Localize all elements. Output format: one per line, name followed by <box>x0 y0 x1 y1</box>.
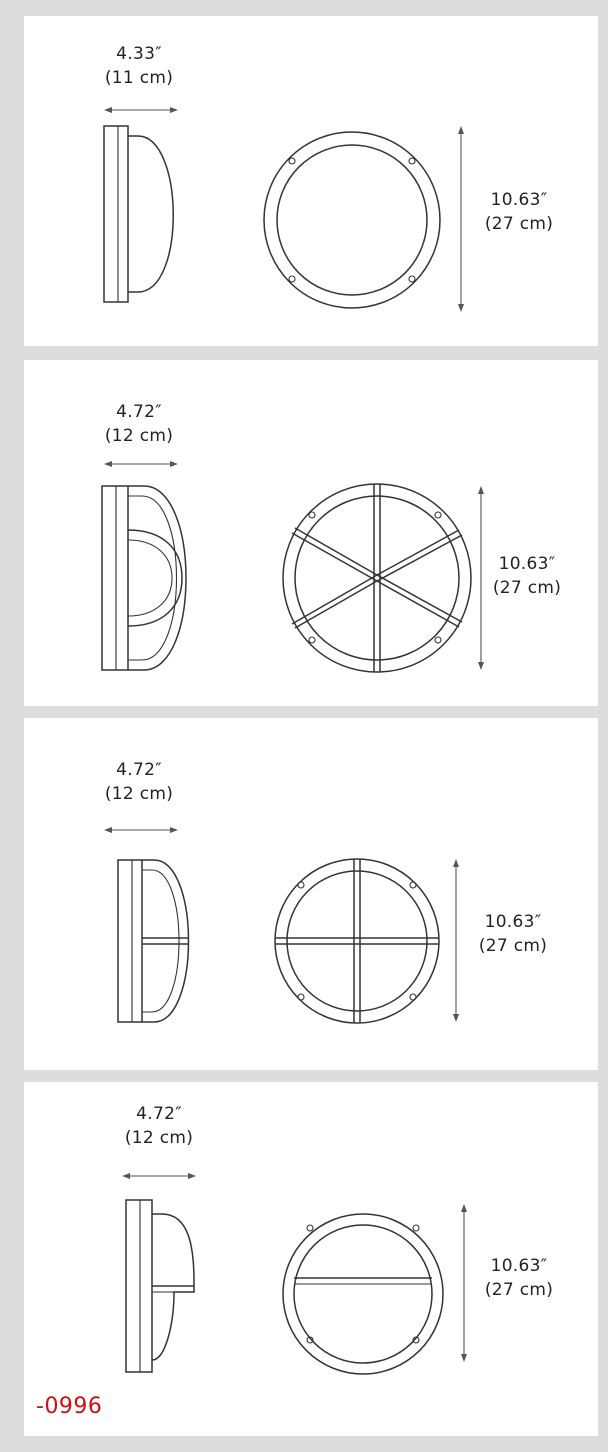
depth-inches: 4.33″ <box>116 44 162 64</box>
eyelid-fixture-drawing <box>122 1173 467 1375</box>
front-view <box>274 858 440 1024</box>
variant-six-bar-panel: 4.72″ (12 cm) 10.63″ (27 cm) <box>24 360 598 706</box>
depth-dimension: 4.72″ (12 cm) <box>104 1102 214 1150</box>
grille-bars <box>291 484 463 672</box>
depth-centimeters: (12 cm) <box>124 1128 194 1148</box>
depth-centimeters: (12 cm) <box>104 426 174 446</box>
height-inches: 10.63″ <box>498 554 556 574</box>
depth-arrow <box>104 461 178 467</box>
height-dimension: 10.63″ (27 cm) <box>464 188 574 236</box>
depth-dimension: 4.72″ (12 cm) <box>84 758 194 806</box>
depth-inches: 4.72″ <box>116 760 162 780</box>
variant-plain-panel: 4.33″ (11 cm) 10.63″ (27 cm) <box>24 16 598 346</box>
side-view <box>103 125 174 303</box>
height-inches: 10.63″ <box>490 190 548 210</box>
height-centimeters: (27 cm) <box>478 936 548 956</box>
front-view <box>282 1213 444 1375</box>
side-view <box>117 859 190 1023</box>
cross-fixture-drawing <box>104 827 459 1024</box>
depth-centimeters: (12 cm) <box>104 784 174 804</box>
depth-centimeters: (11 cm) <box>104 68 174 88</box>
plain-fixture-drawing <box>103 107 464 312</box>
depth-arrow <box>104 827 178 833</box>
height-dimension: 10.63″ (27 cm) <box>458 910 568 958</box>
side-view <box>125 1199 195 1373</box>
grille-bars <box>275 859 439 1023</box>
depth-dimension: 4.33″ (11 cm) <box>84 42 194 90</box>
height-arrow <box>461 1204 467 1362</box>
height-centimeters: (27 cm) <box>492 578 562 598</box>
depth-inches: 4.72″ <box>136 1104 182 1124</box>
six-bar-fixture-drawing <box>101 461 484 673</box>
depth-inches: 4.72″ <box>116 402 162 422</box>
height-arrow <box>478 486 484 670</box>
front-view <box>263 131 441 309</box>
front-view <box>282 483 472 673</box>
height-centimeters: (27 cm) <box>484 214 554 234</box>
variant-cross-panel: 4.72″ (12 cm) 10.63″ (27 cm) <box>24 718 598 1070</box>
variant-eyelid-panel: 4.72″ (12 cm) 10.63″ (27 cm) -0996 <box>24 1082 598 1436</box>
side-view <box>101 485 187 671</box>
height-arrow <box>458 126 464 312</box>
height-inches: 10.63″ <box>484 912 542 932</box>
height-dimension: 10.63″ (27 cm) <box>472 552 582 600</box>
height-arrow <box>453 859 459 1022</box>
product-code: -0996 <box>36 1394 103 1419</box>
height-centimeters: (27 cm) <box>484 1280 554 1300</box>
height-dimension: 10.63″ (27 cm) <box>464 1254 574 1302</box>
height-inches: 10.63″ <box>490 1256 548 1276</box>
depth-dimension: 4.72″ (12 cm) <box>84 400 194 448</box>
depth-arrow <box>122 1173 196 1179</box>
depth-arrow <box>104 107 178 113</box>
